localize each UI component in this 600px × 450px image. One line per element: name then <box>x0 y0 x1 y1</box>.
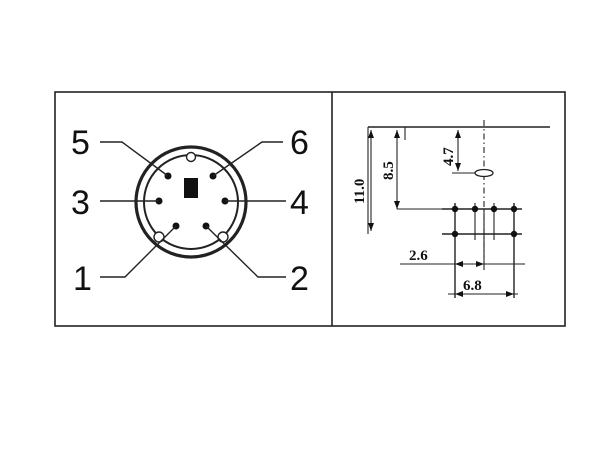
dim-label-2-6: 2.6 <box>409 248 428 264</box>
connector-outer-ring <box>134 145 248 259</box>
dim-label-6-8: 6.8 <box>463 278 482 294</box>
pin-label-1: 1 <box>73 260 92 298</box>
pad-2 <box>471 205 479 213</box>
dim-label-8-5: 8.5 <box>381 161 397 180</box>
arrow-4-7-bottom <box>455 163 461 171</box>
guide-notch-right <box>217 231 229 243</box>
pad-1 <box>451 205 459 213</box>
dim-label-11-0: 11.0 <box>352 179 368 204</box>
diagram-frame <box>54 91 566 327</box>
pin-label-6: 6 <box>290 124 309 162</box>
arrow-2-6-left <box>455 261 463 267</box>
arrow-6-8-left <box>455 291 463 297</box>
arrow-11-bottom <box>368 223 374 231</box>
leader-5 <box>100 141 169 177</box>
guide-notch-left <box>153 231 165 243</box>
key-notch <box>185 151 197 163</box>
leader-2 <box>205 225 286 278</box>
arrow-11-top <box>368 130 374 138</box>
pad-4 <box>510 205 518 213</box>
arrow-8-5-bottom <box>394 201 400 209</box>
pad-6 <box>510 230 518 238</box>
pad-3 <box>490 205 498 213</box>
leader-1 <box>100 225 177 278</box>
arrow-4-7-top <box>455 130 461 138</box>
pin-label-5: 5 <box>71 124 90 162</box>
arrow-6-8-right <box>506 291 514 297</box>
pad-5 <box>451 230 459 238</box>
pin-label-4: 4 <box>290 184 309 222</box>
center-key-block <box>184 178 198 198</box>
pin-label-2: 2 <box>290 260 309 298</box>
arrow-2-6-right <box>476 261 484 267</box>
dim-label-4-7: 4.7 <box>441 147 457 166</box>
pin-label-3: 3 <box>71 184 90 222</box>
locating-hole <box>474 168 494 178</box>
connector-face-view: 5 6 3 4 1 2 <box>71 124 309 298</box>
pcb-footprint-view: 11.0 8.5 4.7 2.6 6.8 <box>352 120 550 298</box>
arrow-8-5-top <box>394 130 400 138</box>
leader-6 <box>212 141 283 177</box>
